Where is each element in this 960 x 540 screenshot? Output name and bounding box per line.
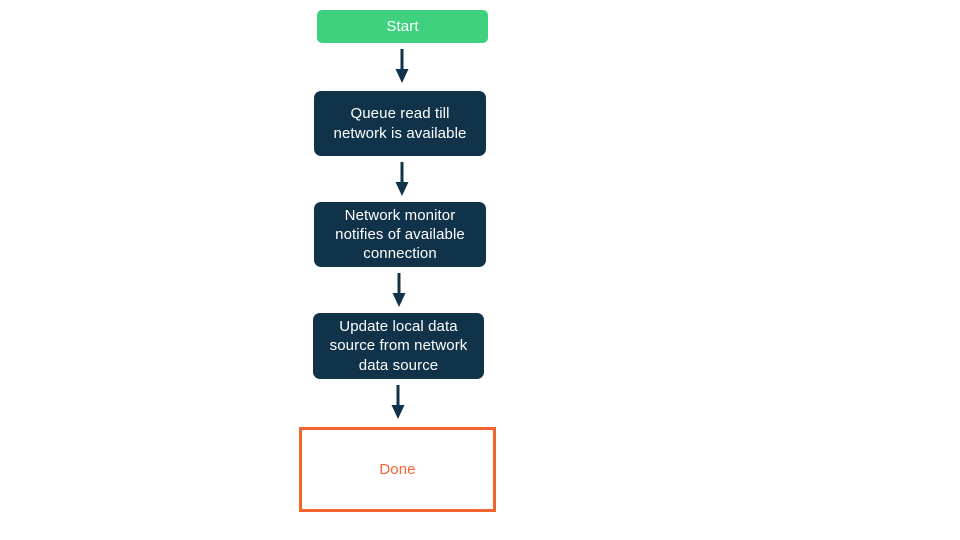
node-done[interactable]: Done bbox=[299, 427, 496, 512]
node-update-local[interactable]: Update local data source from network da… bbox=[313, 313, 484, 379]
edge-network-monitor-to-update-local bbox=[391, 273, 407, 309]
edge-start-to-queue-read bbox=[394, 49, 410, 85]
node-queue-read[interactable]: Queue read till network is available bbox=[314, 91, 486, 156]
edge-update-local-to-done bbox=[390, 385, 406, 421]
node-network-monitor[interactable]: Network monitor notifies of available co… bbox=[314, 202, 486, 267]
node-start[interactable]: Start bbox=[317, 10, 488, 43]
edge-queue-read-to-network-monitor bbox=[394, 162, 410, 198]
